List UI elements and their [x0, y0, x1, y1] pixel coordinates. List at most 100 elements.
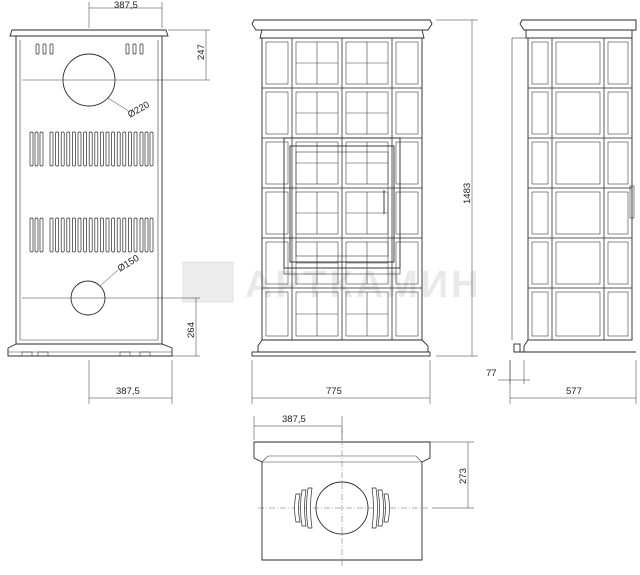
- vent-slot: [49, 131, 54, 167]
- vent-slot: [116, 217, 121, 253]
- vent-slot: [66, 131, 71, 167]
- vent-slot: [133, 131, 138, 167]
- tile-inset: [531, 241, 549, 285]
- door-glass: [295, 151, 389, 257]
- vent-slot: [149, 131, 154, 167]
- tile: [391, 37, 423, 89]
- vent-slot: [122, 217, 127, 253]
- tile-inset: [555, 91, 601, 135]
- tile: [527, 87, 553, 139]
- tile-inset: [555, 191, 601, 235]
- vent-slot: [34, 131, 39, 167]
- tile: [527, 37, 553, 89]
- tile-inset: [555, 141, 601, 185]
- side-door-hinge: [629, 185, 635, 219]
- side-crown: [519, 19, 637, 31]
- tile: [551, 87, 605, 139]
- front-view: 775 1483: [251, 19, 478, 404]
- tile-inset: [607, 91, 629, 135]
- vent-slot: [139, 217, 144, 253]
- dim-front-height: 1483: [462, 183, 473, 204]
- tile-inset: [531, 91, 549, 135]
- tile-inset: [265, 291, 289, 337]
- vent-slot: [149, 217, 154, 253]
- tile-inset: [265, 191, 289, 235]
- back-top-cap: [9, 29, 169, 37]
- vent-slot: [105, 131, 110, 167]
- back-lower-vent-grid: [29, 217, 154, 253]
- vent-slot: [55, 217, 59, 253]
- dim-large-outlet: Ø220: [126, 99, 152, 120]
- vent-slot: [66, 217, 71, 253]
- tile: [391, 187, 423, 239]
- back-view: 387,5 247 Ø220 Ø150 264 387,5: [7, 0, 210, 404]
- dim-side-depth: 577: [566, 386, 582, 397]
- tile-inset: [265, 241, 289, 285]
- vent-slot: [77, 217, 82, 253]
- tile: [527, 187, 553, 239]
- top-outline: [253, 441, 431, 561]
- watermark-text: АРТКАМИН: [245, 264, 482, 306]
- vent-slot: [83, 131, 87, 167]
- vent-slot: [77, 131, 82, 167]
- dim-back-bottom-width: 387,5: [116, 386, 140, 397]
- tile-inset: [555, 41, 601, 85]
- tile-inset: [531, 191, 549, 235]
- side-tile-grid: [527, 37, 633, 341]
- tile-inset: [395, 141, 419, 185]
- dim-side-base-depth: 77: [486, 368, 497, 379]
- vent-slot: [111, 217, 115, 253]
- tile-inset: [607, 291, 629, 337]
- vent-slot: [144, 217, 149, 253]
- tile-inset: [555, 291, 601, 337]
- vent-slot: [100, 217, 104, 253]
- tile: [551, 137, 605, 189]
- vent-slot: [139, 131, 144, 167]
- tile-inset: [607, 191, 629, 235]
- tile-inset: [395, 291, 419, 337]
- tile: [391, 137, 423, 189]
- dim-back-top-offset: 247: [196, 44, 207, 60]
- tile: [551, 37, 605, 89]
- side-view: 577 77: [486, 19, 637, 404]
- front-crown: [251, 19, 433, 31]
- vent-slot: [88, 131, 93, 167]
- vent-slot: [60, 217, 65, 253]
- watermark-logo: [182, 261, 234, 303]
- dim-top-width: 387,5: [282, 414, 306, 425]
- vent-slot: [49, 217, 54, 253]
- vent-slot: [105, 217, 110, 253]
- tile-inset: [265, 91, 289, 135]
- tile-inset: [265, 41, 289, 85]
- top-flue-outlet: [315, 481, 369, 535]
- front-tile-grid: [261, 37, 423, 341]
- vent-slot: [116, 131, 121, 167]
- tile-inset: [607, 41, 629, 85]
- vent-slot: [94, 131, 99, 167]
- tile-inset: [531, 41, 549, 85]
- vent-slot: [100, 131, 104, 167]
- vent-slot: [60, 131, 65, 167]
- tile-inset: [531, 291, 549, 337]
- tile: [551, 237, 605, 289]
- vent-slot: [72, 131, 76, 167]
- vent-slot: [128, 131, 132, 167]
- vent-slot: [29, 217, 34, 253]
- tile-inset: [607, 141, 629, 185]
- vent-slot: [128, 217, 132, 253]
- vent-slot: [122, 131, 127, 167]
- vent-slot: [29, 131, 34, 167]
- tile: [391, 87, 423, 139]
- tile-inset: [265, 141, 289, 185]
- vent-slot: [34, 217, 39, 253]
- vent-slot: [55, 131, 59, 167]
- side-body: [527, 37, 633, 341]
- tile: [261, 187, 293, 239]
- vent-slot: [111, 131, 115, 167]
- back-upper-vent-grid: [29, 131, 154, 167]
- vent-slot: [39, 217, 44, 253]
- tile-inset: [531, 141, 549, 185]
- front-base-cap: [257, 339, 429, 353]
